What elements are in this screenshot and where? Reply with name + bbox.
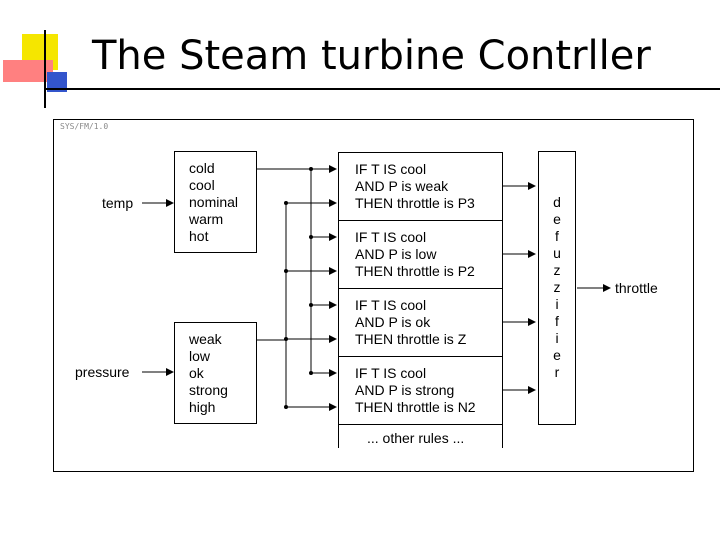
rule-line: AND P is ok — [355, 314, 431, 330]
input-label-pressure: pressure — [75, 364, 130, 380]
temp-fuzzy-sets-box: cold cool nominal warm hot — [174, 151, 257, 253]
rule-box: IF T IS cool AND P is strong THEN thrott… — [338, 356, 503, 425]
pressure-set-label: strong — [189, 382, 228, 398]
temp-set-label: cool — [189, 177, 215, 193]
rule-line: THEN throttle is P3 — [355, 195, 475, 211]
title-underline — [46, 88, 720, 90]
defuzzifier-letter: e — [553, 347, 561, 363]
rule-line: THEN throttle is P2 — [355, 263, 475, 279]
rule-line: THEN throttle is Z — [355, 331, 467, 347]
deco-square-blue — [47, 72, 67, 92]
rule-line: AND P is strong — [355, 382, 455, 398]
rule-box: IF T IS cool AND P is low THEN throttle … — [338, 220, 503, 289]
temp-set-label: hot — [189, 228, 209, 244]
rule-line: IF T IS cool — [355, 365, 427, 381]
rule-line: IF T IS cool — [355, 229, 427, 245]
deco-vertical-line — [44, 30, 46, 108]
pressure-set-label: ok — [189, 365, 204, 381]
rule-box: IF T IS cool AND P is weak THEN throttle… — [338, 152, 503, 221]
output-label-throttle: throttle — [615, 280, 658, 296]
temp-set-label: nominal — [189, 194, 239, 210]
pressure-set-label: weak — [189, 331, 222, 347]
defuzzifier-letter: d — [553, 194, 561, 210]
defuzzifier-letter: r — [554, 364, 560, 380]
temp-set-label: warm — [189, 211, 224, 227]
defuzzifier-letter: f — [555, 228, 559, 244]
input-label-temp: temp — [102, 195, 134, 211]
pressure-set-label: high — [189, 399, 216, 415]
figure-caption: SYS/FM/1.0 — [60, 122, 109, 131]
defuzzifier-letter: z — [553, 279, 561, 295]
defuzzifier-letter: f — [555, 313, 559, 329]
rule-line: THEN throttle is N2 — [355, 399, 476, 415]
defuzzifier-letter: i — [555, 330, 559, 346]
temp-set-label: cold — [189, 160, 215, 176]
defuzzifier-letter: u — [553, 245, 561, 261]
rule-box: IF T IS cool AND P is ok THEN throttle i… — [338, 288, 503, 357]
pressure-fuzzy-sets-box: weak low ok strong high — [174, 322, 257, 424]
slide-title: The Steam turbine Contrller — [92, 33, 651, 79]
pressure-set-label: low — [189, 348, 211, 364]
defuzzifier-letter: e — [553, 211, 561, 227]
rule-line: IF T IS cool — [355, 161, 427, 177]
rule-line: AND P is low — [355, 246, 437, 262]
defuzzifier-letter: i — [555, 296, 559, 312]
other-rules-label: ... other rules ... — [367, 430, 465, 446]
deco-square-red — [3, 60, 53, 82]
other-rules-box: ... other rules ... — [338, 424, 503, 448]
rule-line: IF T IS cool — [355, 297, 427, 313]
rule-line: AND P is weak — [355, 178, 449, 194]
defuzzifier-letter: z — [553, 262, 561, 278]
